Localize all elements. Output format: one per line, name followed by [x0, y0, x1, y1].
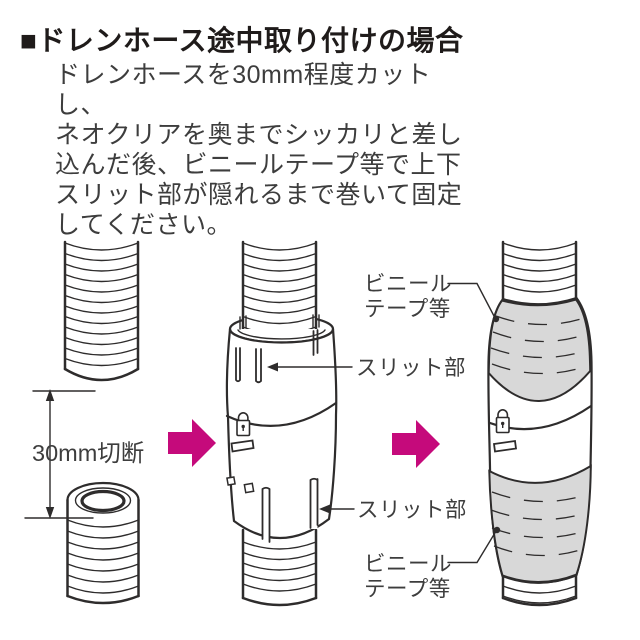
- hose-corrugation: [67, 519, 139, 594]
- lower-slits: [261, 477, 319, 543]
- tape-bottom-label-2: テープ等: [364, 577, 451, 601]
- hose-corrugation: [64, 242, 139, 367]
- taped-assembly: [487, 240, 593, 607]
- tape-top-label-1: ビニール: [364, 272, 452, 296]
- slit-bottom-label: スリット部: [357, 498, 467, 522]
- padlock-icon: [236, 412, 251, 437]
- tape-top-callout: ビニール テープ等: [364, 272, 500, 323]
- tape-bottom: [488, 464, 592, 583]
- lower-holes: [226, 476, 255, 494]
- upper-slits: [235, 329, 319, 384]
- dimension-arrow: [32, 389, 96, 519]
- section-title: ■ドレンホース途中取り付けの場合: [20, 25, 464, 56]
- step-arrow-2-icon: [392, 420, 440, 468]
- slit-bottom-callout: スリット部: [319, 498, 467, 522]
- tape-bottom-callout: ビニール テープ等: [364, 526, 501, 601]
- hose-opening: [80, 489, 126, 513]
- hose-corrugation: [502, 242, 577, 293]
- tape-top: [487, 298, 592, 402]
- tape-bottom-label-1: ビニール: [364, 552, 452, 576]
- step-arrow-1-icon: [168, 419, 216, 467]
- cut-hose-top: [63, 240, 140, 382]
- tape-top-wraps: [490, 315, 589, 375]
- tape-top-label-2: テープ等: [364, 297, 451, 321]
- hose-connector-assembly: [225, 240, 338, 607]
- tape-bottom-wraps: [490, 491, 590, 557]
- connector-tab: [492, 439, 518, 453]
- instructions-text: ドレンホースを30mm程度カットし、 ネオクリアを奥までシッカリと差し 込んだ後…: [55, 61, 463, 239]
- connector-body: [225, 328, 338, 540]
- hose-corrugation: [242, 541, 317, 592]
- cut-hose-bottom: [24, 481, 140, 605]
- slit-top-label: スリット部: [356, 356, 466, 380]
- padlock-icon: [495, 409, 510, 434]
- cut-length-label: 30mm切断: [32, 440, 144, 466]
- slit-top-callout: スリット部: [267, 356, 466, 380]
- connector-tab: [230, 439, 255, 453]
